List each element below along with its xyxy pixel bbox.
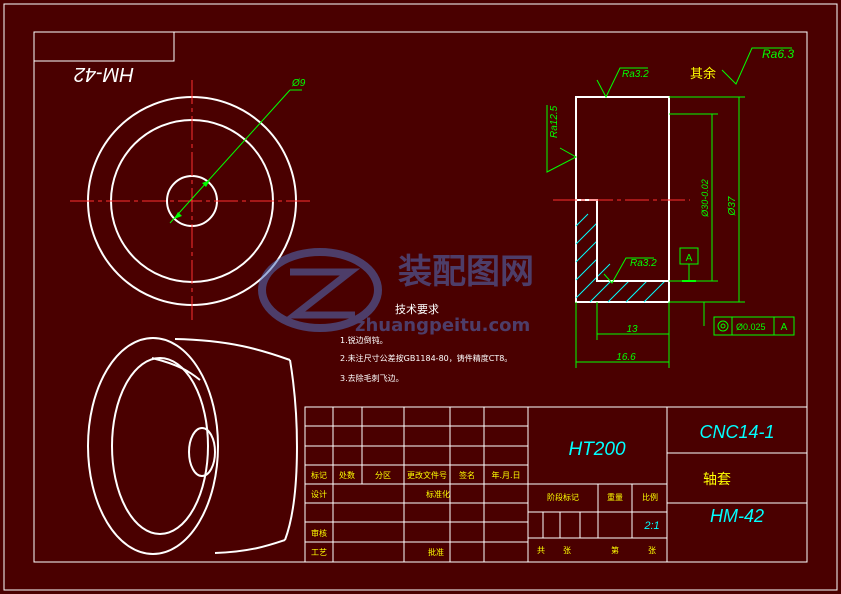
dim-phi9: Ø9 [291, 78, 306, 89]
roughness-top: Ra3.2 [622, 69, 649, 80]
label-approve: 批准 [428, 547, 444, 557]
label-page: 第 [611, 545, 619, 555]
drawing-code: HM-42 [710, 506, 764, 526]
dim-phi37: Ø37 [727, 196, 738, 216]
label-sheet: 张 [563, 546, 571, 555]
roughness-rest: Ra6.3 [762, 47, 794, 61]
label-stage-mark: 阶段标记 [547, 492, 579, 502]
label-ratio: 比例 [642, 492, 658, 502]
material: HT200 [568, 439, 625, 460]
front-view: Ø9 [70, 78, 312, 322]
watermark-url: zhuangpeitu.com [355, 315, 530, 336]
label-weight: 重量 [607, 492, 623, 502]
section-view: Ø37 Ø30-0.02 13 16.6 Ra3.2 Ra12.5 Ra3.2 … [546, 47, 795, 368]
tech-note-2: 2.未注尺寸公差按GB1184-80，铸件精度CT8。 [340, 353, 512, 363]
dim-phi30: Ø30-0.02 [700, 179, 710, 218]
label-process: 工艺 [311, 548, 327, 557]
label-count: 处数 [339, 470, 355, 480]
code-box [33, 31, 175, 62]
scale-value: 2:1 [643, 520, 659, 532]
title-block-labels: 标记 处数 分区 更改文件号 签名 年.月.日 设计 标准化 审核 工艺 批准 … [311, 470, 658, 557]
label-date: 年.月.日 [491, 470, 520, 480]
label-design: 设计 [311, 489, 327, 499]
watermark: 装配图网 zhuangpeitu.com [258, 248, 534, 336]
rest-label: 其余 [690, 66, 716, 82]
dim-13: 13 [626, 324, 638, 335]
tech-title: 技术要求 [395, 303, 439, 316]
label-total: 共 [537, 546, 545, 555]
outer-border [3, 3, 838, 591]
label-signature: 签名 [459, 470, 475, 480]
roughness-inner: Ra3.2 [630, 258, 657, 269]
isometric-view [87, 337, 298, 555]
label-review: 审核 [311, 528, 327, 538]
part-name: 轴套 [703, 472, 731, 488]
label-change-doc: 更改文件号 [407, 470, 447, 480]
dim-16-6: 16.6 [616, 352, 636, 363]
label-standardize: 标准化 [426, 489, 450, 499]
roughness-left: Ra12.5 [549, 105, 560, 138]
label-page-unit: 张 [648, 546, 656, 555]
watermark-cn: 装配图网 [398, 252, 534, 292]
title-block [304, 406, 808, 563]
project-code: CNC14-1 [699, 422, 774, 442]
mirrored-code: HM-42 [74, 63, 134, 85]
label-mark: 标记 [311, 470, 327, 480]
tech-requirements: 技术要求 1.锐边倒钝。 2.未注尺寸公差按GB1184-80，铸件精度CT8。… [340, 303, 512, 383]
datum-a: A [686, 253, 693, 264]
label-zone: 分区 [375, 471, 391, 480]
tol-value: Ø0.025 [736, 322, 766, 332]
tol-datum: A [781, 322, 788, 333]
tech-note-3: 3.去除毛刺飞边。 [340, 373, 404, 383]
tech-note-1: 1.锐边倒钝。 [340, 335, 388, 345]
